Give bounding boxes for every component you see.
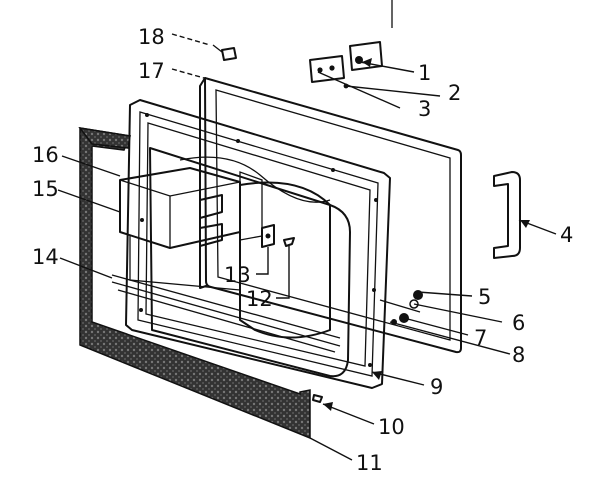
door-handle: [493, 171, 521, 259]
callout-4: 4: [560, 223, 573, 247]
liner-screw-holes: [139, 113, 378, 367]
shelf-assembly: [119, 167, 263, 291]
callout-14: 14: [32, 245, 59, 269]
callout-labels: 1 2 3 4 5 6 7 8 9 10 11 12 13 14 15 16 1…: [32, 25, 573, 475]
callout-7: 7: [474, 326, 487, 350]
callout-8: 8: [512, 343, 525, 367]
callout-17: 17: [138, 59, 165, 83]
callout-18: 18: [138, 25, 165, 49]
callout-1: 1: [418, 61, 431, 85]
callout-5: 5: [478, 285, 491, 309]
leader-arrowheads: [323, 58, 530, 411]
callout-16: 16: [32, 143, 59, 167]
hinge-screw: [212, 44, 237, 61]
callout-15: 15: [32, 177, 59, 201]
callout-6: 6: [512, 311, 525, 335]
callout-2: 2: [448, 81, 461, 105]
hinge-clip: [261, 224, 275, 248]
lower-hinge-hardware: [379, 290, 423, 325]
callout-3: 3: [418, 97, 431, 121]
door-gasket: [78, 126, 311, 440]
callout-12: 12: [246, 287, 273, 311]
callout-13: 13: [224, 263, 251, 287]
hinge-bracket: [309, 55, 349, 89]
inner-door-liner: [125, 99, 391, 389]
callout-10: 10: [378, 415, 405, 439]
liner-interior: [111, 147, 351, 378]
clip-screw: [283, 237, 295, 247]
callout-9: 9: [430, 375, 443, 399]
callout-11: 11: [356, 451, 383, 475]
liner-screw: [312, 394, 323, 403]
